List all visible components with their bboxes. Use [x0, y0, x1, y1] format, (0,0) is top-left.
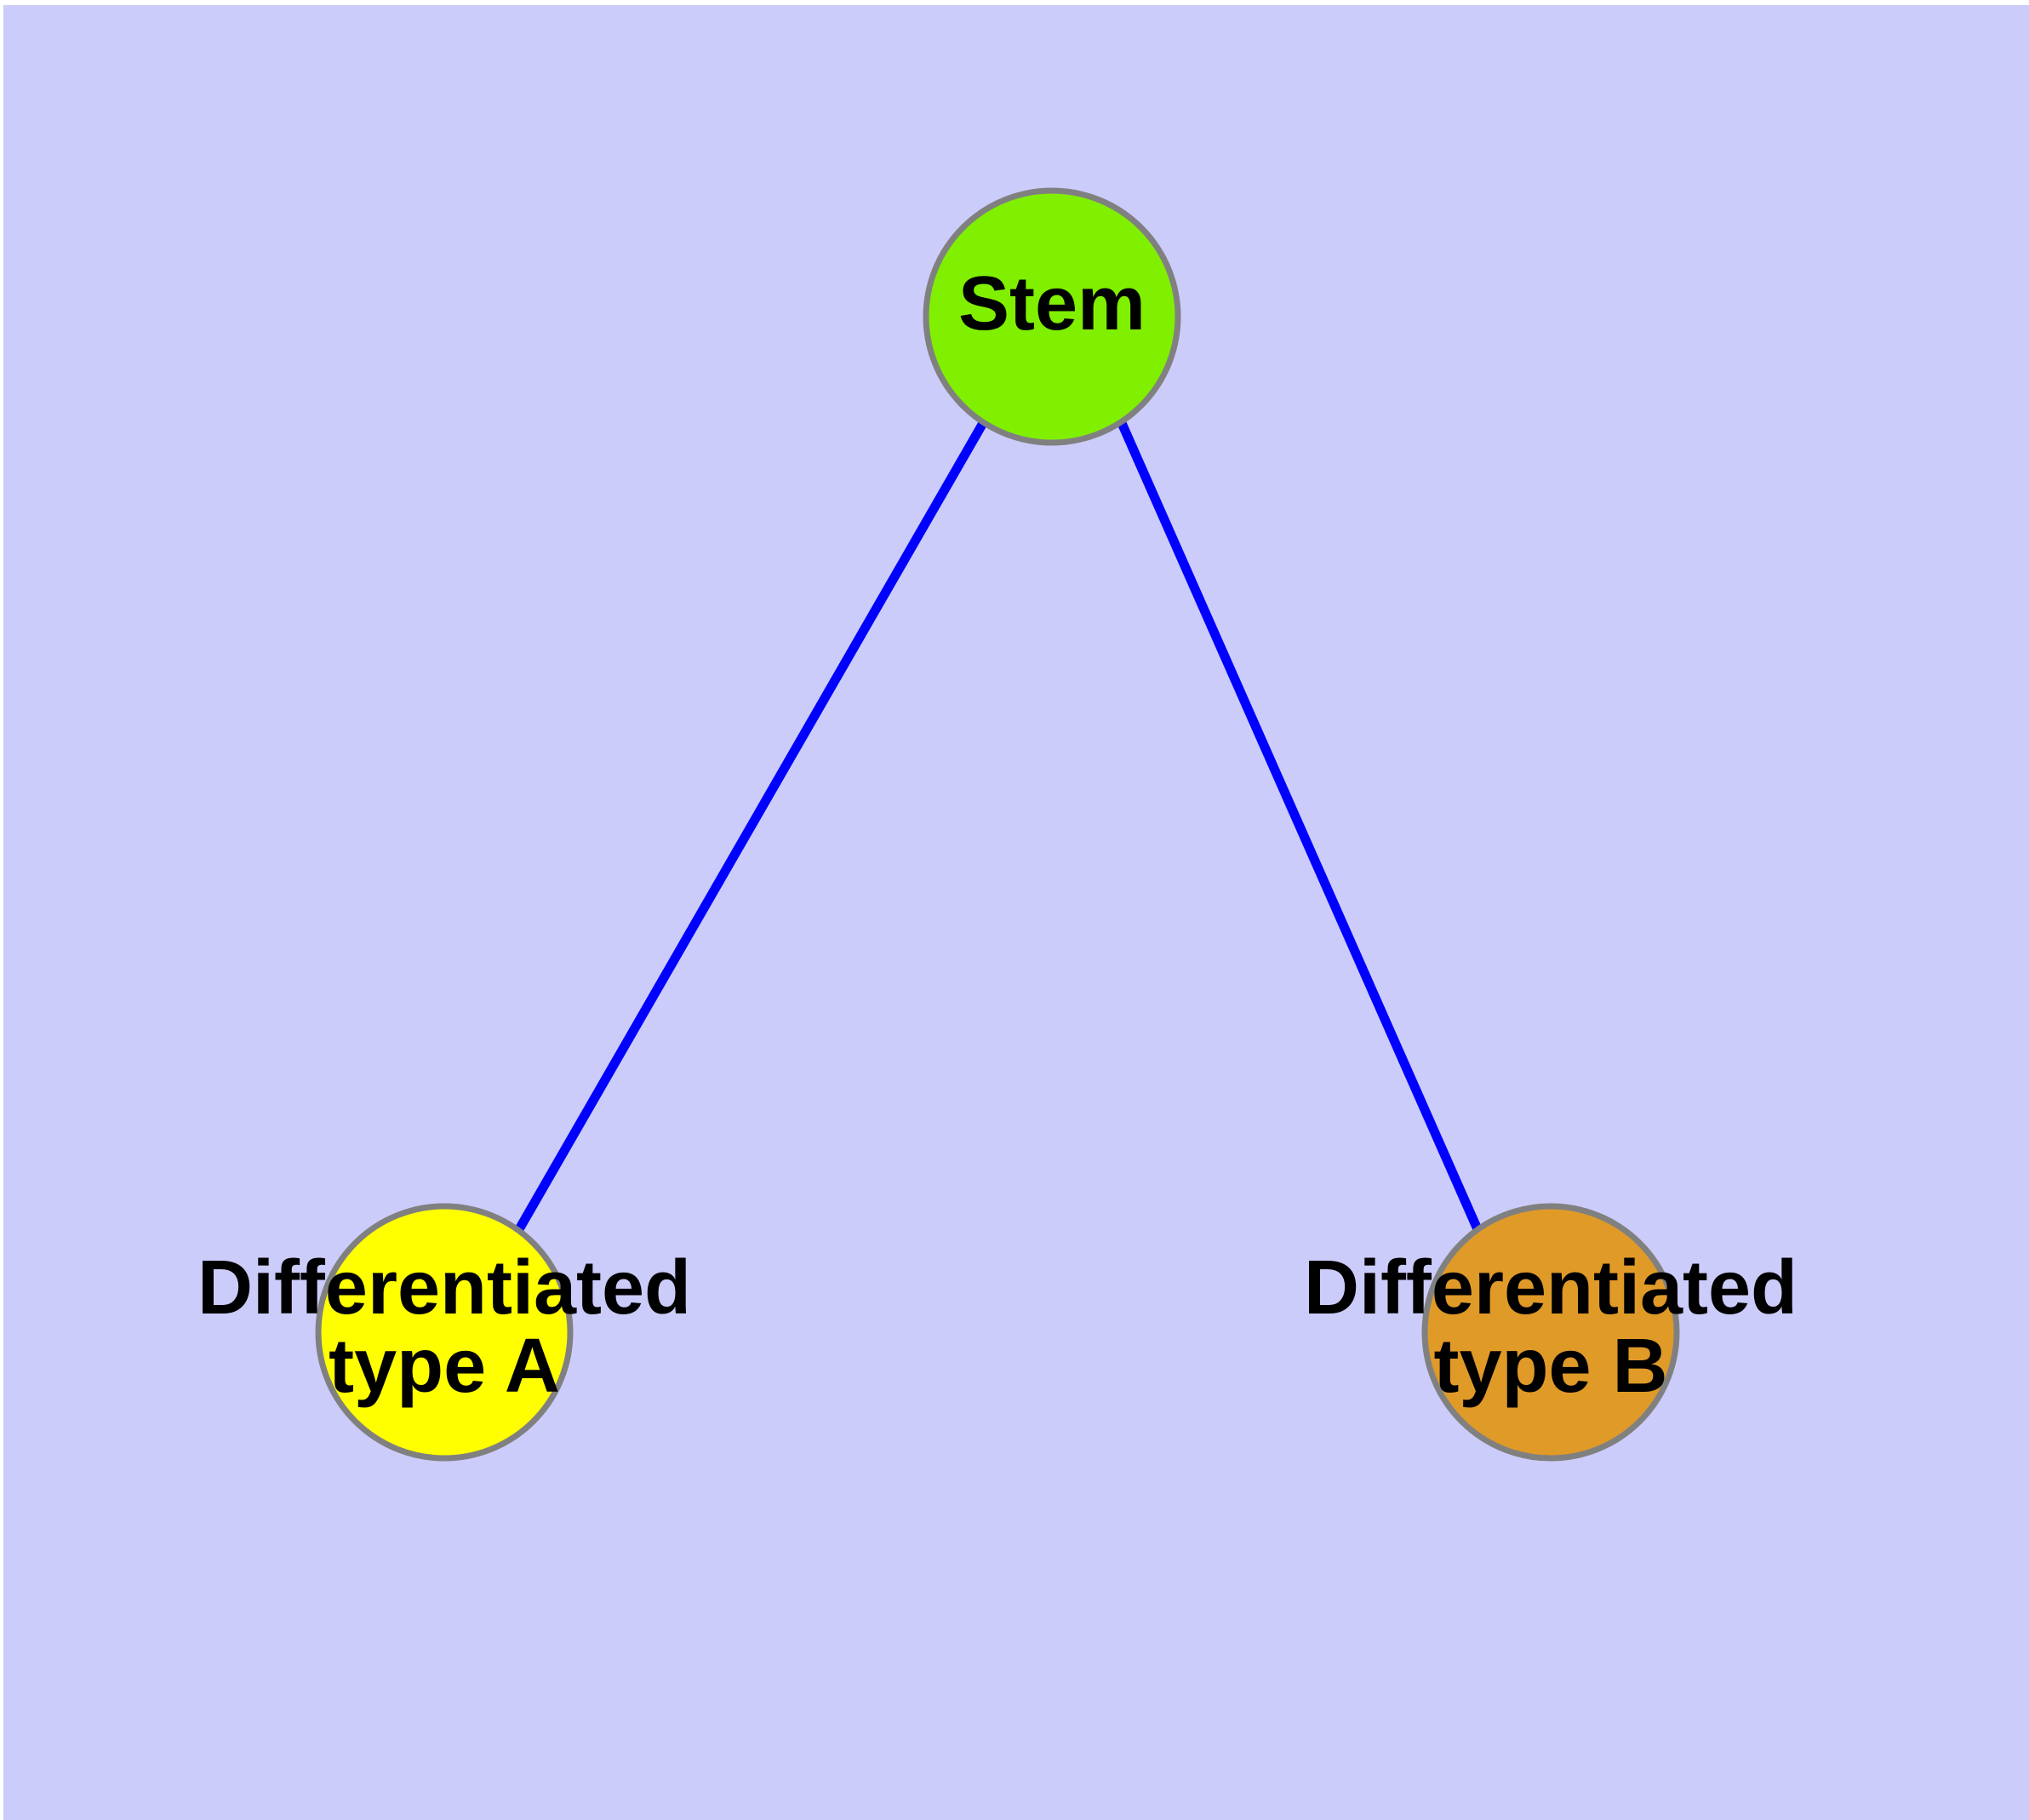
node-layer: [315, 187, 1680, 1462]
edge-stem-to-type-b: [1117, 421, 1483, 1232]
node-differentiated-type-b[interactable]: [1421, 1203, 1680, 1462]
node-differentiated-type-a[interactable]: [315, 1203, 574, 1462]
edge-stem-to-type-a: [515, 421, 987, 1232]
edge-layer: [515, 421, 1483, 1232]
node-stem[interactable]: [923, 187, 1181, 446]
